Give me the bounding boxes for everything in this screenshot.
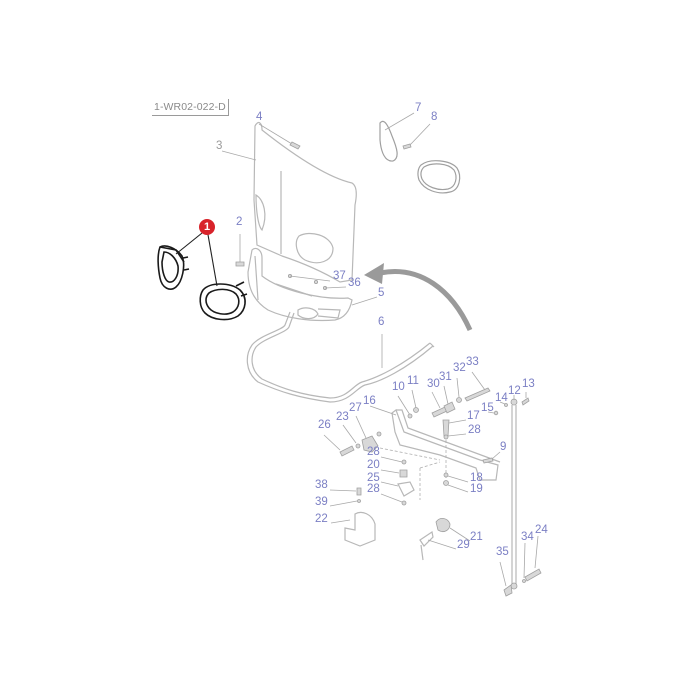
headlamp-part-1 <box>157 228 248 321</box>
part-callout-29: 29 <box>457 539 470 551</box>
part-callout-14: 14 <box>495 392 508 404</box>
hardware-group-upper <box>397 371 491 478</box>
part-callout-21: 21 <box>470 531 483 543</box>
part-callout-37: 37 <box>333 270 346 282</box>
part-callout-34: 34 <box>521 531 534 543</box>
part-callout-19: 19 <box>470 483 483 495</box>
support-rod-part-12 <box>487 392 542 597</box>
part-callout-5: 5 <box>378 287 385 299</box>
part-callout-26: 26 <box>318 419 331 431</box>
highlighted-part-badge[interactable]: 1 <box>199 219 215 235</box>
washer-group-18-19 <box>443 472 469 493</box>
diagram-reference-code: 1-WR02-022-D <box>152 99 229 116</box>
part-callout-20: 20 <box>367 459 380 471</box>
part-callout-16: 16 <box>363 395 376 407</box>
part-callout-22: 22 <box>315 513 328 525</box>
part-callout-9: 9 <box>500 441 507 453</box>
part-callout-33: 33 <box>466 356 479 368</box>
part-callout-27: 27 <box>349 402 362 414</box>
mounting-bracket-part-16 <box>369 405 501 481</box>
part-callout-38: 38 <box>315 479 328 491</box>
part-callout-15: 15 <box>481 402 494 414</box>
panel-part-3 <box>221 121 357 283</box>
part-callout-25: 25 <box>367 472 380 484</box>
part-callout-36: 36 <box>348 277 361 289</box>
part-callout-17: 17 <box>467 410 480 422</box>
part-callout-12: 12 <box>508 385 521 397</box>
housing-part-5 <box>247 247 378 322</box>
part-callout-11: 11 <box>407 375 419 387</box>
part-callout-32: 32 <box>453 362 466 374</box>
hinge-group-left <box>323 415 441 461</box>
part-callout-8: 8 <box>431 111 438 123</box>
part-callout-24: 24 <box>535 524 548 536</box>
part-callout-3: 3 <box>216 140 223 152</box>
part-callout-31: 31 <box>439 371 452 383</box>
part-callout-4: 4 <box>256 111 263 123</box>
knob-part-21 <box>435 518 471 542</box>
assembly-direction-arrow <box>364 263 473 332</box>
part-callout-39: 39 <box>315 496 328 508</box>
part-callout-13: 13 <box>522 378 535 390</box>
part-callout-28: 28 <box>367 446 380 458</box>
part-callout-10: 10 <box>392 381 405 393</box>
lever-part-29 <box>419 531 457 561</box>
bracket-part-22 <box>329 487 376 547</box>
part-callout-35: 35 <box>496 546 509 558</box>
part-callout-28: 28 <box>468 424 481 436</box>
part-callout-23: 23 <box>336 411 349 423</box>
lamp-gasket <box>417 160 461 194</box>
seal-part-6 <box>246 311 435 403</box>
part-callout-18: 18 <box>470 472 483 484</box>
part-callout-30: 30 <box>427 378 440 390</box>
latch-stack <box>380 456 441 506</box>
part-callout-2: 2 <box>236 216 243 228</box>
part-callout-7: 7 <box>415 102 422 114</box>
part-callout-28: 28 <box>367 483 380 495</box>
pin-part-2 <box>235 234 245 267</box>
part-callout-6: 6 <box>378 316 385 328</box>
lamp-bracket-part-7 <box>379 112 415 162</box>
bolt-part-4 <box>258 123 301 150</box>
screw-part-8 <box>402 123 431 150</box>
